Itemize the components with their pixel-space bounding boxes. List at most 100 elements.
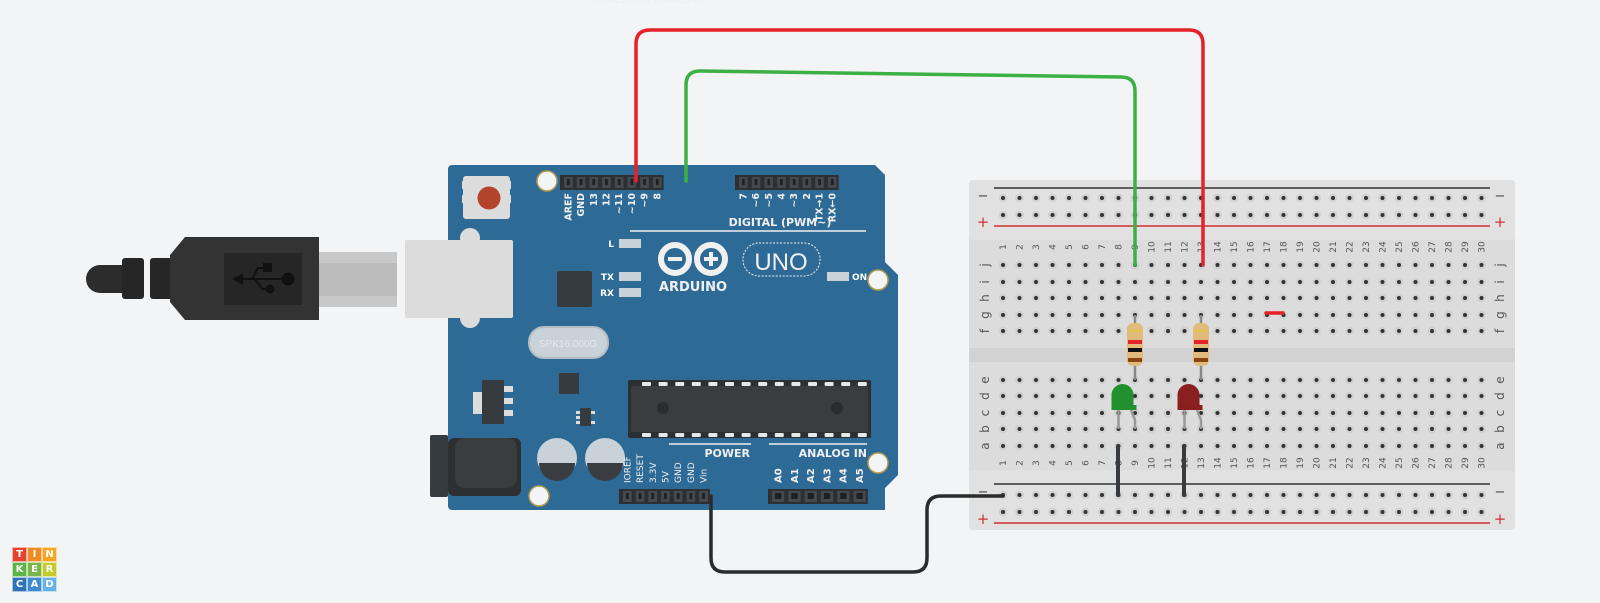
hole-center	[1083, 493, 1088, 497]
arduino-uno[interactable]: SPK16.000G	[405, 0, 898, 510]
chip-pin	[741, 382, 751, 386]
hole-center	[1017, 427, 1022, 431]
hole-center	[1067, 510, 1071, 514]
hole-center	[1199, 296, 1203, 300]
hole-center	[1380, 510, 1385, 514]
led-red[interactable]	[1177, 384, 1203, 429]
chip-pin	[758, 382, 768, 386]
hole-center	[1364, 411, 1368, 415]
hole-center	[1463, 444, 1467, 448]
hole-center	[1397, 280, 1401, 284]
column-label: 22	[1346, 457, 1356, 468]
column-label: 25	[1395, 241, 1405, 252]
wire-pin10-to-j9[interactable]	[684, 69, 1137, 267]
hole-center	[1050, 394, 1055, 398]
hole-center	[1083, 427, 1088, 431]
header-socket	[780, 179, 783, 185]
hole-center	[1463, 411, 1467, 415]
pin-label: GND	[674, 462, 684, 483]
hole-center	[1133, 444, 1137, 448]
chip-pin	[774, 433, 784, 437]
hole-center	[1314, 493, 1319, 497]
wire-pin13-to-j13[interactable]	[634, 28, 1205, 267]
hole-center	[1067, 378, 1071, 382]
mounting-hole	[536, 170, 558, 192]
led-green[interactable]	[1111, 384, 1137, 429]
hole-center	[1050, 213, 1055, 217]
hole-center	[1430, 394, 1434, 398]
hole-center	[1430, 313, 1434, 317]
hole-center	[1248, 296, 1253, 300]
hole-center	[1331, 378, 1335, 382]
hole-center	[1413, 296, 1418, 300]
hole-center	[1265, 296, 1269, 300]
hole-center	[1232, 263, 1236, 267]
hole-center	[1100, 313, 1104, 317]
hole-center	[1265, 427, 1269, 431]
row-label: d	[1493, 392, 1507, 400]
hole-center	[1116, 263, 1121, 267]
hole-center	[1413, 510, 1418, 514]
hole-center	[1331, 493, 1335, 497]
hole-center	[1364, 510, 1368, 514]
hole-center	[1232, 378, 1236, 382]
column-label: 27	[1428, 457, 1438, 468]
column-label: 1	[999, 460, 1009, 466]
hole-center	[1281, 280, 1286, 284]
hole-center	[1364, 280, 1368, 284]
hole-center	[1298, 196, 1302, 200]
hole-center	[1166, 411, 1170, 415]
logo-letter: R	[42, 562, 57, 577]
resistor[interactable]	[1127, 315, 1143, 380]
hole-center	[1199, 280, 1203, 284]
header-socket	[676, 493, 680, 499]
hole-center	[1413, 196, 1418, 200]
pin-label: ~10	[627, 193, 638, 215]
hole-center	[1248, 378, 1253, 382]
reset-button[interactable]	[462, 176, 511, 219]
hole-center	[1100, 427, 1104, 431]
hole-center	[1331, 280, 1335, 284]
hole-center	[1364, 394, 1368, 398]
hole-center	[1182, 196, 1187, 200]
usb-port[interactable]	[405, 240, 513, 318]
hole-center	[1166, 296, 1170, 300]
column-label: 27	[1428, 241, 1438, 252]
hole-center	[1413, 313, 1418, 317]
hole-center	[1479, 378, 1484, 382]
column-label: 3	[1032, 460, 1042, 466]
pin-label: 5V	[651, 0, 666, 6]
column-label: 13	[1197, 457, 1207, 468]
row-label: b	[978, 425, 992, 433]
hole-center	[1298, 263, 1302, 267]
hole-center	[1364, 329, 1368, 333]
breadboard[interactable]: − + − + − + − + 112233445566778899101011…	[969, 180, 1515, 530]
wire-gnd-to-rail[interactable]	[709, 494, 1005, 574]
hole-center	[1001, 427, 1005, 431]
hole-center	[1380, 378, 1385, 382]
column-label: 1	[999, 244, 1009, 250]
hole-center	[1446, 213, 1451, 217]
hole-center	[1430, 510, 1434, 514]
column-label: 8	[1115, 244, 1125, 250]
usb-cable[interactable]	[86, 237, 397, 320]
hole-center	[1380, 411, 1385, 415]
chip-pin	[642, 433, 651, 437]
hole-center	[1149, 378, 1154, 382]
hole-center	[1347, 313, 1352, 317]
chip-pin	[841, 382, 851, 386]
column-label: 4	[1049, 244, 1059, 250]
pin-label: AREF	[563, 193, 574, 221]
hole-center	[1298, 280, 1302, 284]
resistor[interactable]	[1193, 315, 1209, 380]
hole-center	[1248, 493, 1253, 497]
hole-center	[1149, 444, 1154, 448]
hole-center	[1479, 427, 1484, 431]
hole-center	[1001, 280, 1005, 284]
hole-center	[1413, 263, 1418, 267]
hole-center	[1446, 196, 1451, 200]
hole-center	[1331, 213, 1335, 217]
mounting-hole	[528, 485, 550, 507]
